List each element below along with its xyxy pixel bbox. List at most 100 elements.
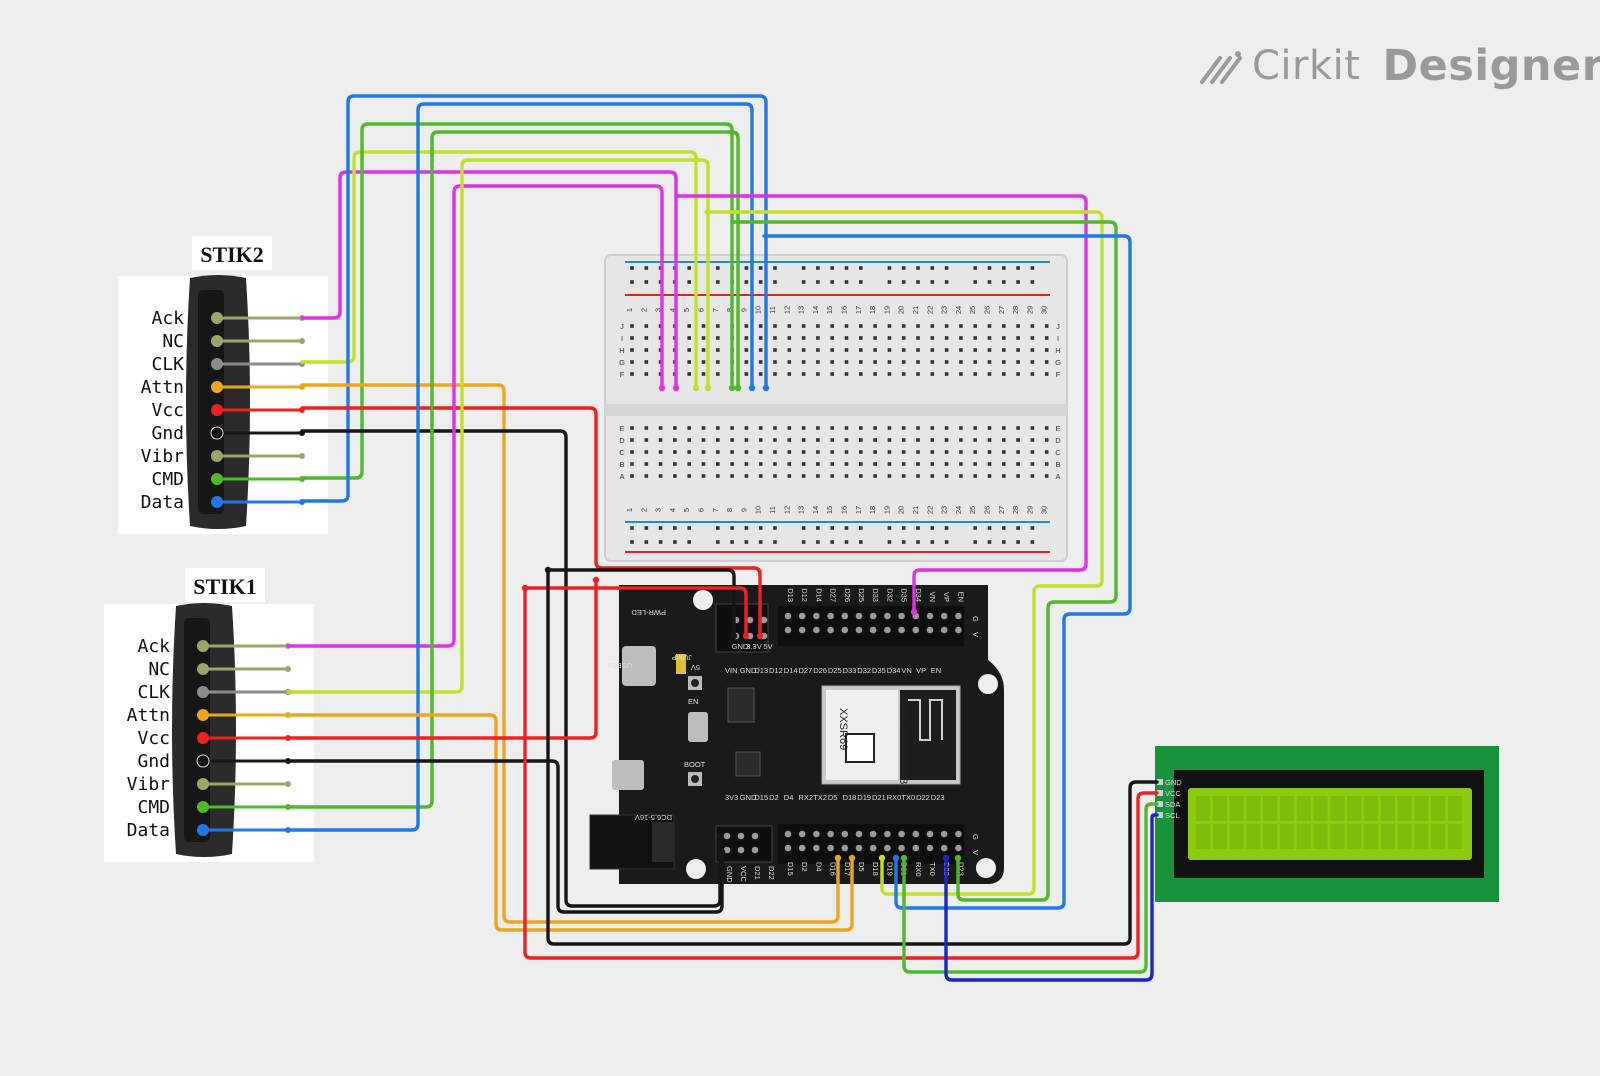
breadboard-hole[interactable] xyxy=(1030,280,1035,284)
breadboard-hole[interactable] xyxy=(673,426,677,430)
breadboard-hole[interactable] xyxy=(801,372,806,376)
esp32-header-pin[interactable] xyxy=(955,844,962,852)
breadboard-hole[interactable] xyxy=(630,336,634,340)
esp32-header-pin[interactable] xyxy=(955,830,962,838)
esp32-header-pin[interactable] xyxy=(884,844,891,852)
breadboard-hole[interactable] xyxy=(844,348,849,352)
breadboard-hole[interactable] xyxy=(787,426,792,430)
breadboard-hole[interactable] xyxy=(1030,474,1035,478)
breadboard-hole[interactable] xyxy=(859,324,863,328)
esp32-header-pin[interactable] xyxy=(898,612,905,620)
breadboard-hole[interactable] xyxy=(630,526,634,530)
breadboard-hole[interactable] xyxy=(630,372,634,376)
breadboard-hole[interactable] xyxy=(630,462,634,466)
wire-stik2-gnd[interactable] xyxy=(300,429,722,908)
breadboard[interactable]: 1122334455667788991010111112121313141415… xyxy=(604,254,1068,562)
breadboard-hole[interactable] xyxy=(630,426,634,430)
breadboard-hole[interactable] xyxy=(744,324,749,328)
breadboard-hole[interactable] xyxy=(630,450,634,454)
breadboard-hole[interactable] xyxy=(773,280,777,284)
controller-pin[interactable] xyxy=(197,801,209,813)
esp32-header-pin[interactable] xyxy=(855,626,863,634)
breadboard-hole[interactable] xyxy=(1016,266,1020,270)
breadboard-hole[interactable] xyxy=(944,348,949,352)
breadboard-hole[interactable] xyxy=(687,540,691,544)
breadboard-hole[interactable] xyxy=(987,438,992,442)
breadboard-hole[interactable] xyxy=(959,462,963,466)
breadboard-hole[interactable] xyxy=(787,372,792,376)
controller-pin[interactable] xyxy=(211,473,223,485)
breadboard-hole[interactable] xyxy=(644,348,649,352)
breadboard-hole[interactable] xyxy=(1016,372,1020,376)
wire-stik2-vcc-end[interactable] xyxy=(756,632,764,640)
breadboard-hole[interactable] xyxy=(887,280,892,284)
breadboard-hole[interactable] xyxy=(901,348,906,352)
breadboard-hole[interactable] xyxy=(730,462,734,466)
wire-stik1-ack-end[interactable] xyxy=(658,384,666,392)
wire-lcd-vcc[interactable] xyxy=(523,586,1159,960)
breadboard-hole[interactable] xyxy=(787,324,792,328)
breadboard-hole[interactable] xyxy=(630,324,634,328)
breadboard-hole[interactable] xyxy=(730,450,734,454)
breadboard-hole[interactable] xyxy=(873,348,877,352)
esp32-i2c-pin[interactable] xyxy=(723,846,731,854)
breadboard-hole[interactable] xyxy=(687,450,691,454)
wire-lcd-scl[interactable] xyxy=(944,813,1159,982)
breadboard-hole[interactable] xyxy=(916,462,920,466)
breadboard-hole[interactable] xyxy=(987,280,992,284)
breadboard-hole[interactable] xyxy=(773,462,777,466)
breadboard-hole[interactable] xyxy=(1002,426,1006,430)
esp32-header-pin[interactable] xyxy=(813,626,820,634)
breadboard-hole[interactable] xyxy=(830,540,834,544)
breadboard-hole[interactable] xyxy=(830,280,834,284)
breadboard-hole[interactable] xyxy=(1044,348,1049,352)
breadboard-hole[interactable] xyxy=(1002,348,1006,352)
breadboard-hole[interactable] xyxy=(830,348,834,352)
breadboard-hole[interactable] xyxy=(930,426,935,430)
breadboard-hole[interactable] xyxy=(844,526,849,530)
breadboard-hole[interactable] xyxy=(873,372,877,376)
breadboard-hole[interactable] xyxy=(1030,450,1035,454)
breadboard-hole[interactable] xyxy=(773,324,777,328)
breadboard-hole[interactable] xyxy=(816,324,820,328)
breadboard-hole[interactable] xyxy=(644,280,649,284)
breadboard-hole[interactable] xyxy=(801,360,806,364)
breadboard-hole[interactable] xyxy=(687,360,691,364)
breadboard-hole[interactable] xyxy=(959,450,963,454)
breadboard-hole[interactable] xyxy=(901,360,906,364)
breadboard-hole[interactable] xyxy=(687,280,691,284)
breadboard-hole[interactable] xyxy=(701,360,706,364)
breadboard-hole[interactable] xyxy=(787,474,792,478)
breadboard-hole[interactable] xyxy=(758,438,763,442)
esp32-header-pin[interactable] xyxy=(940,830,948,838)
controller-pin[interactable] xyxy=(211,312,223,324)
breadboard-hole[interactable] xyxy=(716,540,720,544)
breadboard-hole[interactable] xyxy=(673,474,677,478)
wire-stik1-cmd-end[interactable] xyxy=(734,384,742,392)
breadboard-hole[interactable] xyxy=(873,324,877,328)
breadboard-hole[interactable] xyxy=(716,474,720,478)
breadboard-hole[interactable] xyxy=(1030,348,1035,352)
breadboard-hole[interactable] xyxy=(758,348,763,352)
breadboard-hole[interactable] xyxy=(987,266,992,270)
wire-stik1-clk-end[interactable] xyxy=(704,384,712,392)
breadboard-hole[interactable] xyxy=(944,280,949,284)
breadboard-hole[interactable] xyxy=(873,438,877,442)
breadboard-hole[interactable] xyxy=(1016,450,1020,454)
breadboard-hole[interactable] xyxy=(859,280,863,284)
breadboard-hole[interactable] xyxy=(816,348,820,352)
wire-bb-blue-d19-end[interactable] xyxy=(892,854,900,862)
breadboard-hole[interactable] xyxy=(630,540,634,544)
breadboard-hole[interactable] xyxy=(773,526,777,530)
breadboard-hole[interactable] xyxy=(916,372,920,376)
wire-bb-blue-d19[interactable] xyxy=(762,234,1132,910)
breadboard-hole[interactable] xyxy=(916,450,920,454)
breadboard-hole[interactable] xyxy=(673,438,677,442)
breadboard-hole[interactable] xyxy=(801,348,806,352)
breadboard-hole[interactable] xyxy=(1002,450,1006,454)
esp32-header-pin[interactable] xyxy=(784,830,792,838)
wire-esp-5v[interactable] xyxy=(523,586,748,638)
breadboard-hole[interactable] xyxy=(930,540,935,544)
breadboard-hole[interactable] xyxy=(744,372,749,376)
breadboard-hole[interactable] xyxy=(901,540,906,544)
